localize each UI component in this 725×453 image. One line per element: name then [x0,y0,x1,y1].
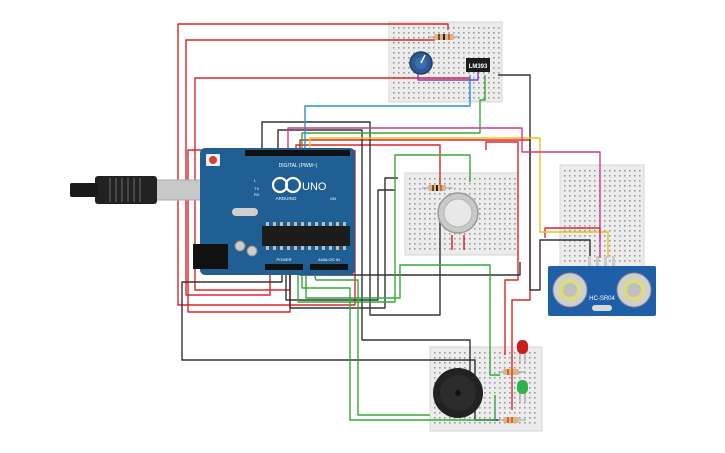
arduino-model: UNO [302,181,327,193]
wire-purple [417,70,479,81]
wire-red [485,141,519,355]
wire-green [305,262,500,376]
wire-green [301,262,496,421]
ultrasonic-label: HC-SR04 [589,296,615,302]
atmega-chip [262,226,350,246]
arduino-brand: ARDUINO [276,196,297,201]
wire-black [289,177,398,309]
resistor-middle [422,185,452,191]
wire-green [297,154,471,303]
wire-blue [304,75,471,152]
analog-header [310,264,348,270]
red-led[interactable] [517,340,528,364]
wire-green [301,75,486,152]
potentiometer[interactable] [409,51,433,75]
resistor-bottom-2 [498,417,526,423]
capacitor [234,240,246,252]
arduino-logo-icon [284,176,302,194]
wire-red [177,23,449,306]
reset-button[interactable] [209,156,217,164]
wire-magenta [287,127,601,258]
lm393-label: LM393 [469,64,488,70]
lm393-module[interactable]: LM393 [466,58,490,72]
digital-label: DIGITAL (PWM~) [279,163,318,169]
breadboard-right [559,164,645,269]
power-header [265,264,303,270]
ultrasonic-sensor[interactable]: HC-SR04 [548,256,656,316]
breadboard-holes [409,178,516,250]
buzzer[interactable] [433,368,483,418]
gas-sensor[interactable] [437,192,479,250]
tx-label: TX [254,186,259,191]
on-label: ON [330,196,336,201]
analog-label: ANALOG IN [318,257,340,262]
wires [177,23,609,421]
usb-cable [70,176,202,204]
resistor-top [428,34,460,40]
rx-label: RX [254,192,260,197]
wire-black [498,74,591,291]
wire-black [277,129,471,395]
wire-black [261,121,441,316]
capacitor [246,245,258,257]
digital-header [245,150,350,156]
wire-yellow [309,137,609,258]
arduino-uno-board[interactable]: DIGITAL (PWM~) UNO ARDUINO L TX RX ON PO… [193,148,355,275]
wire-black [285,189,395,301]
power-label: POWER [276,257,291,262]
green-led[interactable] [517,380,528,403]
resistor-bottom-1 [498,369,526,375]
l-led-label: L [254,178,257,183]
crystal [232,208,258,216]
